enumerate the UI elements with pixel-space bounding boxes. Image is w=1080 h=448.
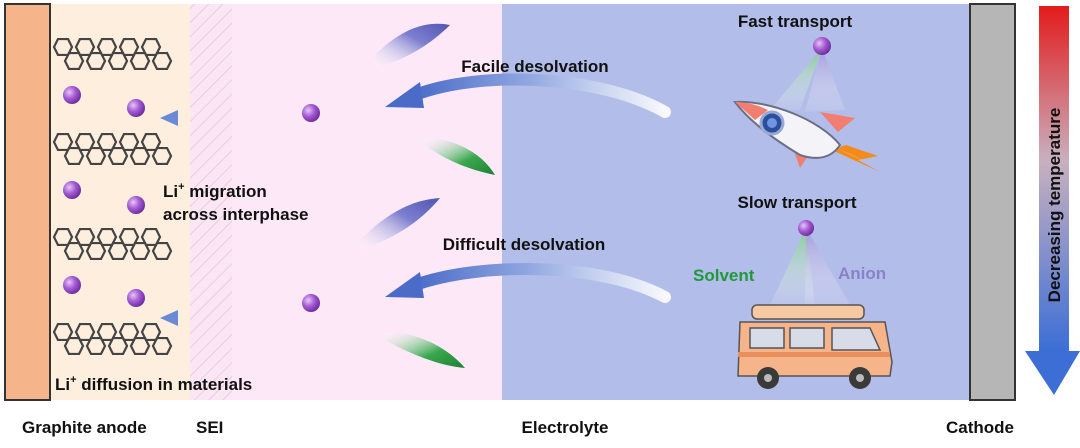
migration-label-line2: across interphase <box>163 205 309 224</box>
van-stripe <box>738 352 890 357</box>
van-window <box>789 327 825 349</box>
li-ion <box>127 289 145 307</box>
rocket-cone-solvent <box>770 48 822 110</box>
li-ion <box>813 37 831 55</box>
van-wheel-hub <box>764 374 772 382</box>
graphite-anode-label: Graphite anode <box>22 418 147 437</box>
facile-desolvation-arrowhead <box>385 82 424 108</box>
van-wheel-hub <box>856 374 864 382</box>
diffusion-label: Li+ diffusion in materials <box>55 374 252 394</box>
rocket-flame <box>832 145 880 172</box>
li-ion <box>798 220 814 236</box>
difficult-desolvation-label: Difficult desolvation <box>443 235 605 254</box>
diffusion-li: Li <box>55 375 70 394</box>
li-ion <box>63 86 81 104</box>
migration-li: Li <box>163 182 178 201</box>
solvent-streak <box>385 332 465 368</box>
migration-rest: migration <box>185 182 267 201</box>
li-ion <box>127 196 145 214</box>
li-ion <box>302 294 320 312</box>
electrolyte-left-region <box>232 4 502 400</box>
rocket <box>733 37 880 172</box>
li-ion <box>127 99 145 117</box>
cathode-electrode <box>969 3 1016 401</box>
solvent-label: Solvent <box>693 266 755 285</box>
van-windshield <box>831 327 882 351</box>
migration-label-line1: Li+ migration <box>163 181 267 201</box>
difficult-desolvation-arrowhead <box>385 272 424 298</box>
anode-li-ions <box>63 86 145 307</box>
sei-label: SEI <box>196 418 223 437</box>
rocket-nose <box>735 102 768 120</box>
electrolyte-label: Electrolyte <box>522 418 609 437</box>
rocket-fin-top <box>820 112 855 132</box>
sei-region <box>190 4 232 400</box>
li-ion <box>63 276 81 294</box>
van-window <box>749 327 785 349</box>
li-ion <box>63 181 81 199</box>
small-arrow-lower-head <box>160 310 178 326</box>
van-cone-anion <box>805 228 850 305</box>
temperature-bar <box>1039 6 1069 351</box>
anion-label: Anion <box>838 264 886 283</box>
difficult-desolvation-arrow <box>409 263 671 303</box>
small-arrow-upper-head <box>160 110 178 126</box>
anion-streak <box>375 23 450 68</box>
decreasing-temperature-label: Decreasing temperature <box>1045 108 1064 303</box>
cathode-label: Cathode <box>946 418 1014 437</box>
temperature-arrowhead <box>1025 351 1080 395</box>
anode-electrode <box>4 3 51 401</box>
fast-transport-label: Fast transport <box>738 12 853 31</box>
solvent-streak <box>425 138 495 175</box>
facile-desolvation-arrow <box>409 73 671 118</box>
van-cone-solvent <box>770 228 815 305</box>
rocket-flame-inner <box>836 148 866 162</box>
electrolyte-right-region <box>502 4 970 400</box>
rocket-cone-anion <box>805 48 845 112</box>
facile-desolvation-label: Facile desolvation <box>461 57 608 76</box>
migration-sup: + <box>178 181 184 193</box>
rocket-window-glass <box>767 118 777 128</box>
camper-van <box>737 220 893 389</box>
van-roof <box>751 304 865 320</box>
diffusion-rest: diffusion in materials <box>77 375 253 394</box>
slow-transport-label: Slow transport <box>737 193 856 212</box>
temperature-arrow: Decreasing temperature <box>1025 6 1080 395</box>
anion-streak <box>360 198 440 250</box>
diffusion-sup: + <box>70 374 76 386</box>
li-ion <box>302 104 320 122</box>
